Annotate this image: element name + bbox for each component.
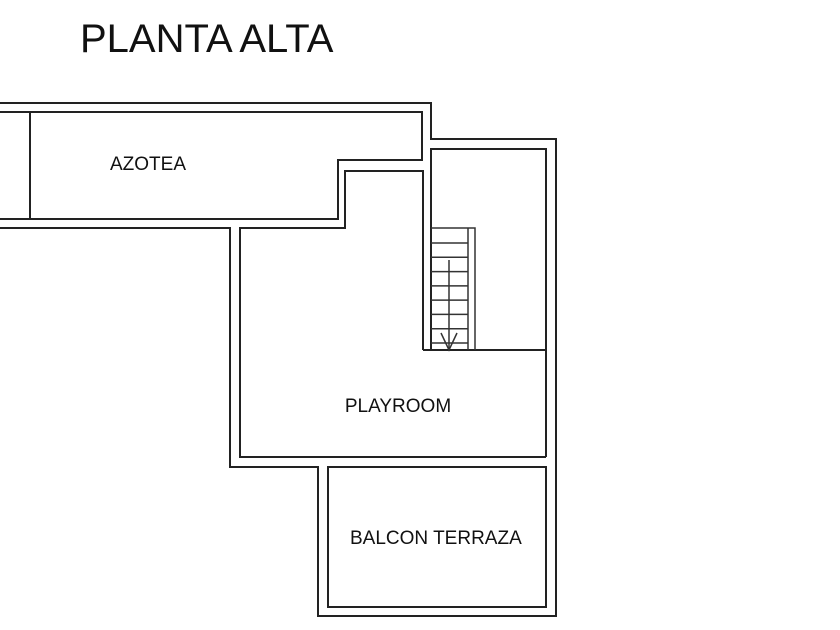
plan-title: PLANTA ALTA [80,17,334,61]
room-label-playroom: PLAYROOM [345,396,451,417]
azotea-wall [0,111,423,220]
outer-wall [0,102,557,617]
stair [431,227,476,352]
stair-hall-wall [430,148,547,457]
balcony-wall [327,466,547,608]
room-label-balcony: BALCON TERRAZA [350,528,522,549]
playroom-wall [239,170,546,458]
room-label-azotea: AZOTEA [110,154,186,175]
